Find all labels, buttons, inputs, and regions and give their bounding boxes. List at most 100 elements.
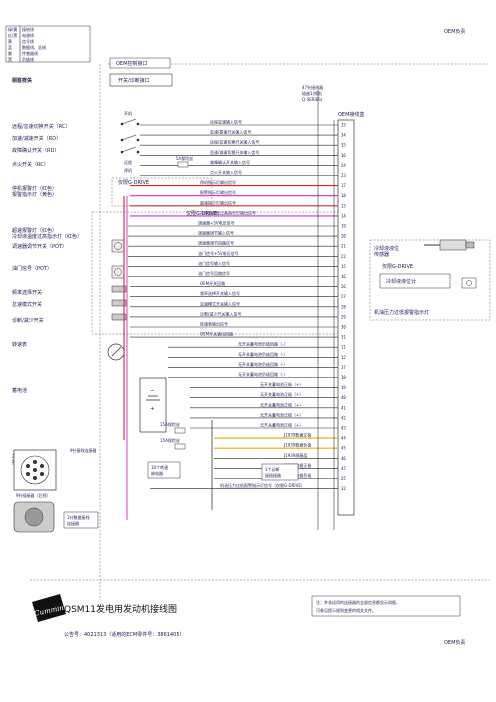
pin-number-22: 31 — [341, 335, 346, 340]
pot-symbols — [111, 239, 125, 279]
left-label-13: 转速表 — [12, 341, 27, 348]
switch-label-2: 远程 — [124, 159, 132, 165]
switch-symbols: 开机 远程 停机 — [120, 110, 140, 173]
header-right-label: OEM负责 — [444, 28, 465, 35]
pin-number-12: 20 — [341, 234, 346, 239]
legend-label-3: 信号线 — [22, 38, 34, 44]
pin-column: 3334353624231718131419202122151626272829… — [341, 123, 346, 492]
legend-code-3: 黄 — [8, 38, 12, 44]
pin-number-6: 23 — [341, 173, 346, 178]
legend-code-5: 紫 — [8, 50, 12, 56]
g-drive-frame-1 — [111, 177, 213, 207]
pin-number-17: 26 — [341, 284, 346, 289]
wire-label-8: 报警指示灯输出信号 — [200, 189, 236, 195]
wire-label-26: 无开关蓄电池负极回路（-） — [238, 371, 287, 377]
g-drive-panel — [369, 239, 491, 321]
coolant-device-box — [379, 273, 451, 289]
svg-text:1个诊断: 1个诊断 — [265, 466, 280, 472]
pin-number-3: 35 — [341, 143, 346, 148]
speed-relay-box: 10个转速 继电器 — [147, 461, 181, 479]
pin-number-7: 17 — [341, 183, 346, 188]
pin-number-15: 15 — [341, 264, 346, 269]
left-label-column: 钥匙开关远程/怠速切换开关（RC）加速/减速开关（RD）故障确认开关（RD）点火… — [12, 77, 82, 466]
wire-label-18: 频率选择开关输入信号 — [200, 290, 240, 296]
ecm-title: OEM接线盒 — [338, 111, 364, 118]
g-drive-label-2: 仅限G-DRIVE — [186, 210, 217, 217]
wire-label-30: 无开关蓄电池正极（+） — [260, 411, 303, 417]
fuse-15a-label-2: 15A保险丝 — [160, 437, 180, 443]
svg-text:−: − — [150, 388, 155, 394]
wire-label-1: 远程怠速输入信号 — [210, 119, 242, 125]
g-drive-panel-title: 仅限G-DRIVE — [382, 263, 413, 270]
left-label-8: 调速器调节开关（POT） — [12, 243, 67, 250]
svg-text:连接器: 连接器 — [67, 520, 79, 526]
pin-number-8: 18 — [341, 193, 346, 198]
note-text-2: 可参见提示规则变更的相关文件。 — [316, 607, 376, 613]
svg-text:1针数据接线: 1针数据接线 — [67, 514, 90, 520]
wire-label-16: 油门信号回路信号 — [198, 270, 230, 276]
pin-number-13: 21 — [341, 244, 346, 249]
svg-text:+: + — [150, 406, 155, 412]
pin-number-32: 44 — [341, 436, 346, 441]
coolant-sensor-icon — [424, 239, 475, 251]
pin-number-10: 14 — [341, 213, 346, 218]
switch-diag-label: 开关/诊断接口 — [118, 77, 150, 84]
pin-number-30: 42 — [341, 415, 346, 420]
wire-label-13: 调速器调节回路信号 — [198, 240, 234, 246]
legend-code-4: 蓝 — [8, 44, 12, 50]
battery-icon: − + — [139, 377, 167, 433]
pin-number-23: 11 — [341, 345, 346, 350]
wire-label-37: 机油压力过低报警指示灯信号（仅限G-DRIVE） — [220, 482, 305, 488]
wire-label-9: 超速指示灯输出信号 — [200, 199, 236, 205]
legend-label-4: 数据线、总线 — [22, 44, 46, 50]
legend-code-6: 黑 — [8, 57, 12, 62]
nine-pin-connector: 9针插接器（后视） — [13, 449, 57, 533]
pin-number-35: 47 — [341, 466, 346, 471]
diagram-subtitle: 公告号：4021313（适用的ECM零件号：3861405） — [64, 631, 185, 638]
pin-number-4: 36 — [341, 153, 346, 158]
wire-label-24: 无开关蓄电池负极回路（-） — [238, 351, 287, 357]
note-box — [311, 595, 461, 617]
ecm-connector: OEM接线盒 47针接线器 插座1(矩形 Q-SERIES) 333435362… — [302, 84, 364, 516]
pin-number-21: 30 — [341, 325, 346, 330]
left-label-11: 怠速模式开关 — [12, 301, 42, 308]
pin-number-14: 22 — [341, 254, 346, 259]
wire-label-6: 点火开关输入信号 — [210, 169, 242, 175]
left-label-1: 钥匙开关 — [12, 77, 32, 84]
svg-text:接插接器: 接插接器 — [265, 472, 281, 478]
diag-relay-box: 1个诊断 接插接器 — [261, 463, 299, 481]
left-label-6: 停机报警灯（红色） — [12, 185, 57, 192]
pin-number-33: 45 — [341, 446, 346, 451]
wire-label-34: J1939屏蔽层 — [283, 452, 307, 458]
left-label-10: 频率选择开关 — [12, 289, 42, 296]
wire-label-21: 转速表输出信号 — [200, 321, 228, 327]
ecm-sub-1: 47针接线器 — [302, 84, 323, 90]
legend-code-1: 绿/黄 — [8, 26, 17, 32]
wire-label-5: 故障确认开关输入信号 — [210, 159, 250, 165]
wire-label-15: 油门信号输入信号 — [198, 260, 230, 266]
ecm-sub-3: Q-SERIES) — [302, 97, 323, 102]
left-label-3: 加速/减速开关（RD） — [12, 135, 61, 142]
ecm-sub-2: 插座1(矩形 — [302, 90, 322, 96]
tachometer-icon — [107, 343, 125, 361]
left-label-7: 冷却液温度过高指示灯（红色） — [12, 233, 82, 240]
wire-label-4: 怠速/减速切换开关输入信号 — [210, 149, 259, 155]
connector9-note: 9针插接器（后视） — [16, 492, 51, 498]
left-label-7: 超速报警灯（红色） — [12, 227, 57, 234]
wire-label-12: 调速器调节输入信号 — [198, 230, 234, 236]
legend-label-2: 电源线 — [22, 32, 34, 38]
left-label-4: 故障确认开关（RD） — [12, 147, 59, 154]
toggle-switch-symbols — [111, 285, 127, 321]
legend-label-5: 传感器线 — [22, 50, 38, 56]
wire-label-17: OEM开关回路 — [200, 280, 225, 286]
legend-label-6: 负极线 — [22, 56, 34, 62]
connector-plug-icon — [13, 501, 55, 533]
switch-label-3: 停机 — [124, 167, 132, 173]
pin-number-37: 32 — [341, 486, 346, 491]
wire-label-11: 调速器+5V电压信号 — [198, 220, 235, 226]
g-drive-frame-2 — [91, 211, 339, 335]
wire-label-3: 远程/怠速切换开关输入信号 — [210, 139, 259, 145]
wire-label-22: OEM开关输出回路 — [200, 331, 233, 337]
left-label-6: 报警指示灯（黄色） — [12, 191, 57, 198]
